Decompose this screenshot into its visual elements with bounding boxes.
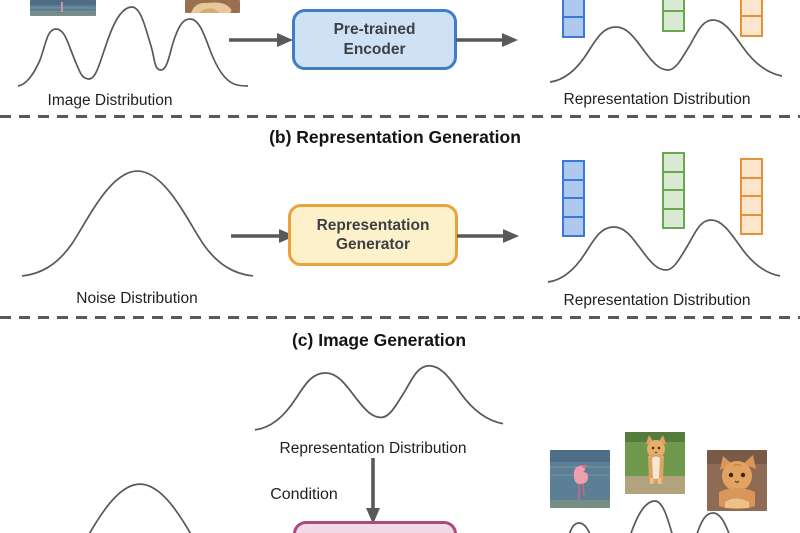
image-generator-box (293, 521, 457, 533)
noise-distribution-curve (21, 170, 254, 277)
green-token-stack (662, 152, 685, 229)
noise-distribution-label: Noise Distribution (76, 290, 198, 307)
representation-distribution-curve (549, 19, 783, 83)
flamingo-photo (550, 450, 610, 508)
arrow-down-icon (366, 458, 380, 524)
encoder-box-line2: Encoder (343, 40, 406, 58)
image-distribution-label: Image Distribution (47, 92, 173, 109)
generator-box-line1: Representation (316, 216, 430, 234)
noise-distribution-curve (88, 483, 192, 533)
green-token-stack (662, 0, 685, 32)
representation-distribution-label: Representation Distribution (563, 292, 751, 309)
generator-box-line2: Generator (335, 236, 411, 253)
flamingo-water-photo-fragment (30, 0, 96, 16)
dashed-separator (0, 115, 800, 118)
cat-photo (707, 450, 767, 511)
representation-distribution-label: Representation Distribution (563, 91, 751, 108)
pretrained-encoder-box: Pre-trained Encoder (292, 9, 457, 70)
condition-label: Condition (270, 486, 338, 503)
orange-token-stack (740, 158, 763, 235)
arrow-right-icon (456, 33, 518, 47)
blue-token-stack (562, 0, 585, 38)
arrow-right-icon (229, 33, 293, 47)
representation-distribution-label: Representation Distribution (279, 440, 467, 457)
panel-c-heading: (c) Image Generation (291, 330, 467, 350)
encoder-box-line1: Pre-trained (333, 21, 416, 39)
arrow-right-icon (231, 229, 295, 243)
token-cell (662, 9, 685, 32)
cat-photo-fragment (185, 0, 240, 13)
representation-distribution-curve (547, 219, 781, 283)
token-cell (562, 15, 585, 38)
token-cell (740, 14, 763, 37)
token-cell (740, 213, 763, 235)
representation-distribution-curve (254, 364, 504, 431)
image-distribution-curve (17, 6, 249, 87)
orange-token-stack (740, 0, 763, 37)
token-cell (662, 207, 685, 229)
arrow-right-icon (457, 229, 519, 243)
panel-b-heading: (b) Representation Generation (269, 127, 521, 147)
representation-generator-box: Representation Generator (288, 204, 458, 266)
blue-token-stack (562, 160, 585, 237)
dashed-separator (0, 316, 800, 319)
token-cell (562, 215, 585, 237)
image-distribution-curve (568, 500, 730, 533)
kitten-photo (625, 432, 685, 494)
